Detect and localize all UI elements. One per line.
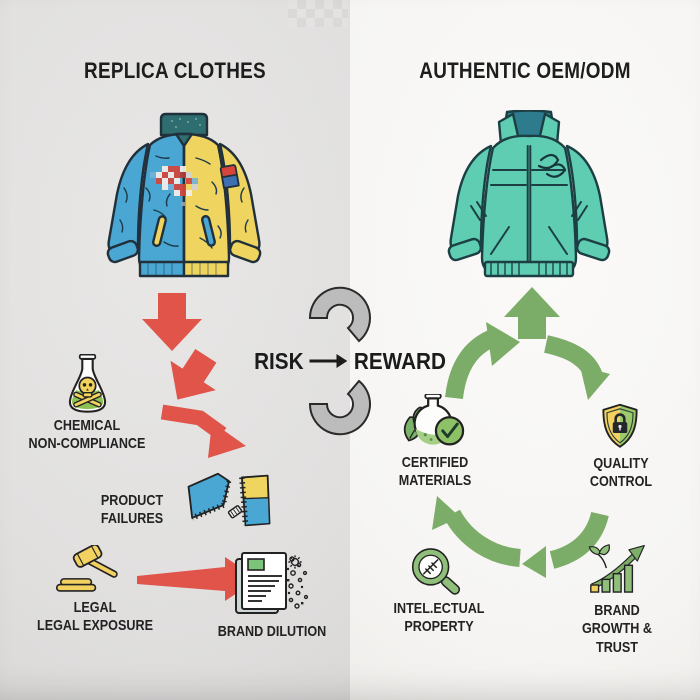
authentic-jacket-icon [447, 110, 611, 278]
dissolve-particles [288, 555, 309, 609]
gavel-icon [55, 545, 118, 592]
certified-flask-leaf-check-icon [403, 394, 465, 446]
legal-exposure-label: LEGAL LEGAL EXPOSURE [37, 599, 153, 635]
risk-label: RISK [254, 347, 304, 374]
left-panel-title: REPLICA CLOTHES [84, 58, 266, 83]
product-failures-label: PRODUCT FAILURES [100, 492, 164, 528]
intellectual-property-label: INTEL.ECTUAL PROPERTY [393, 600, 485, 636]
toxic-flask-icon [68, 354, 107, 413]
brand-logo-swirl [537, 153, 567, 178]
certified-materials-label: CERTIFIED MATERIALS [398, 454, 472, 490]
brand-growth-trust-label: BRAND GROWTH & TRUST [581, 602, 652, 656]
replica-jacket-icon [106, 112, 262, 278]
quality-control-label: QUALITY CONTROL [589, 455, 653, 491]
growth-chart-sprout-icon [588, 544, 645, 593]
risk-reward-equation: RISK REWARD [251, 347, 449, 375]
shield-lock-icon [602, 403, 638, 448]
right-panel-title: AUTHENTIC OEM/ODM [419, 58, 631, 83]
brand-dilution-label: BRAND DILUTION [217, 623, 327, 640]
pixelated-patch [288, 0, 348, 27]
gear-particle [288, 555, 302, 569]
right-arrow-icon [309, 354, 348, 368]
reward-label: REWARD [353, 347, 446, 374]
torn-fabric-icon [187, 472, 271, 527]
magnifier-icon [411, 548, 461, 595]
chemical-non-compliance-label: CHEMICAL NON-COMPLIANCE [28, 417, 146, 453]
dissolving-document-icon [235, 552, 309, 614]
pixelated-logo [150, 166, 198, 206]
